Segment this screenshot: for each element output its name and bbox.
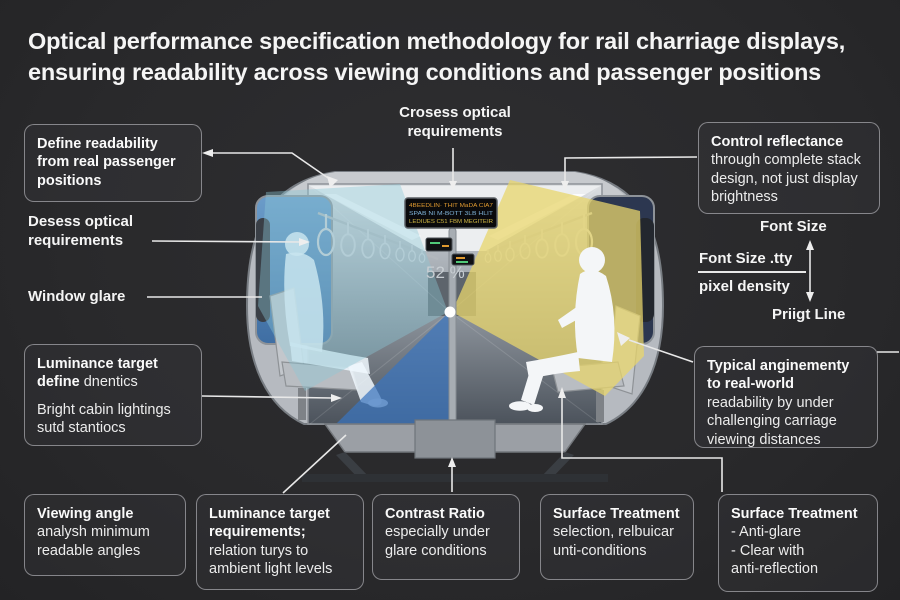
luminance-rest-word: dnentics [83, 374, 138, 391]
contrast-ratio-body: especially under glare conditions [385, 524, 490, 559]
font-size-label: Font Size [760, 218, 827, 235]
luminance-body: Bright cabin lightings sutd stantiocs [37, 401, 171, 437]
desess-optical-label: Desess optical requirements [28, 213, 134, 249]
undercarriage [302, 419, 608, 482]
window-glare-label: Window glare [28, 288, 126, 305]
luminance-bold-word: define [37, 374, 80, 391]
arrowhead-left-icon [202, 149, 213, 157]
arrowhead-up-icon [806, 240, 814, 250]
luminance-title: Luminance target [37, 356, 158, 372]
surface-treatment-selection-box: Surface Treatment selection, relbuicar u… [540, 494, 694, 580]
blue-viewing-cone [258, 184, 448, 391]
luminance-requirements-title: Luminance target requirements; [209, 506, 330, 541]
control-title: Control reflectance [711, 134, 844, 150]
display-text-row3: LEDIUES C51 FBM MEGITEIR [409, 219, 493, 225]
typical-rest-text: readability by under challenging carriag… [707, 394, 837, 448]
contrast-ratio-title: Contrast Ratio [385, 506, 485, 522]
display-text-row2: SPAB NI M-BOTT 3LB HLIT [409, 211, 494, 217]
right-passenger-silhouette [509, 247, 615, 412]
surface-treatment-antiglare-body: - Anti-glare - Clear with anti-reflectio… [731, 524, 819, 578]
viewing-angle-body: analysh minimum readable angles [37, 524, 150, 559]
train-carriage-illustration: 4BEEDLIN· THIT MaDA CIA7 SPAB NI M-BOTT … [245, 171, 665, 482]
surface-treatment-selection-title: Surface Treatment [553, 506, 680, 522]
fraction-numerator: Font Size .tty [699, 250, 793, 267]
left-outer-window [256, 218, 270, 322]
control-reflectance-box: Control reflectance through complete sta… [698, 122, 880, 214]
define-readability-box: Define readability from real passenger p… [24, 124, 202, 202]
secondary-screens [425, 237, 475, 266]
typical-box: Typical anginementy to real-world readab… [694, 346, 878, 448]
control-body: through complete stack design, not just … [711, 152, 861, 206]
blue-floor-reflection [336, 313, 454, 424]
viewing-angle-title: Viewing angle [37, 506, 134, 522]
page-title: Optical performance specification method… [28, 26, 878, 88]
luminance-requirements-body: relation turys to ambient light levels [209, 542, 333, 578]
contrast-ratio-box: Contrast Ratio especially under glare co… [372, 494, 520, 580]
percent-label: 52 % [426, 263, 465, 282]
convergence-dot [444, 306, 456, 318]
luminance-mixed-line: define dnentics [37, 373, 189, 391]
spacer [37, 392, 189, 401]
top-center-label: Crosess optical requirements [399, 104, 511, 140]
viewing-angle-box: Viewing angle analysh minimum readable a… [24, 494, 186, 576]
luminance-target-box: Luminance target define dnentics Bright … [24, 344, 202, 446]
surface-treatment-selection-body: selection, relbuicar unti-conditions [553, 524, 674, 559]
surface-treatment-antiglare-box: Surface Treatment - Anti-glare - Clear w… [718, 494, 878, 592]
overhead-display-panel: 4BEEDLIN· THIT MaDA CIA7 SPAB NI M-BOTT … [404, 197, 498, 229]
fraction-denominator: pixel density [699, 278, 790, 295]
page-title-line2: ensuring readability across viewing cond… [28, 59, 822, 86]
typical-bold-text: Typical anginementy to real-world [707, 358, 850, 393]
surface-treatment-antiglare-title: Surface Treatment [731, 506, 858, 522]
page-title-line1: Optical performance specification method… [28, 28, 846, 54]
display-text-row1: 4BEEDLIN· THIT MaDA CIA7 [409, 203, 493, 209]
priigt-line-label: Priigt Line [772, 306, 846, 323]
luminance-requirements-box: Luminance target requirements; relation … [196, 494, 364, 590]
ceiling-light-left [324, 194, 421, 240]
define-readability-text: Define readability from real passenger p… [37, 136, 176, 189]
